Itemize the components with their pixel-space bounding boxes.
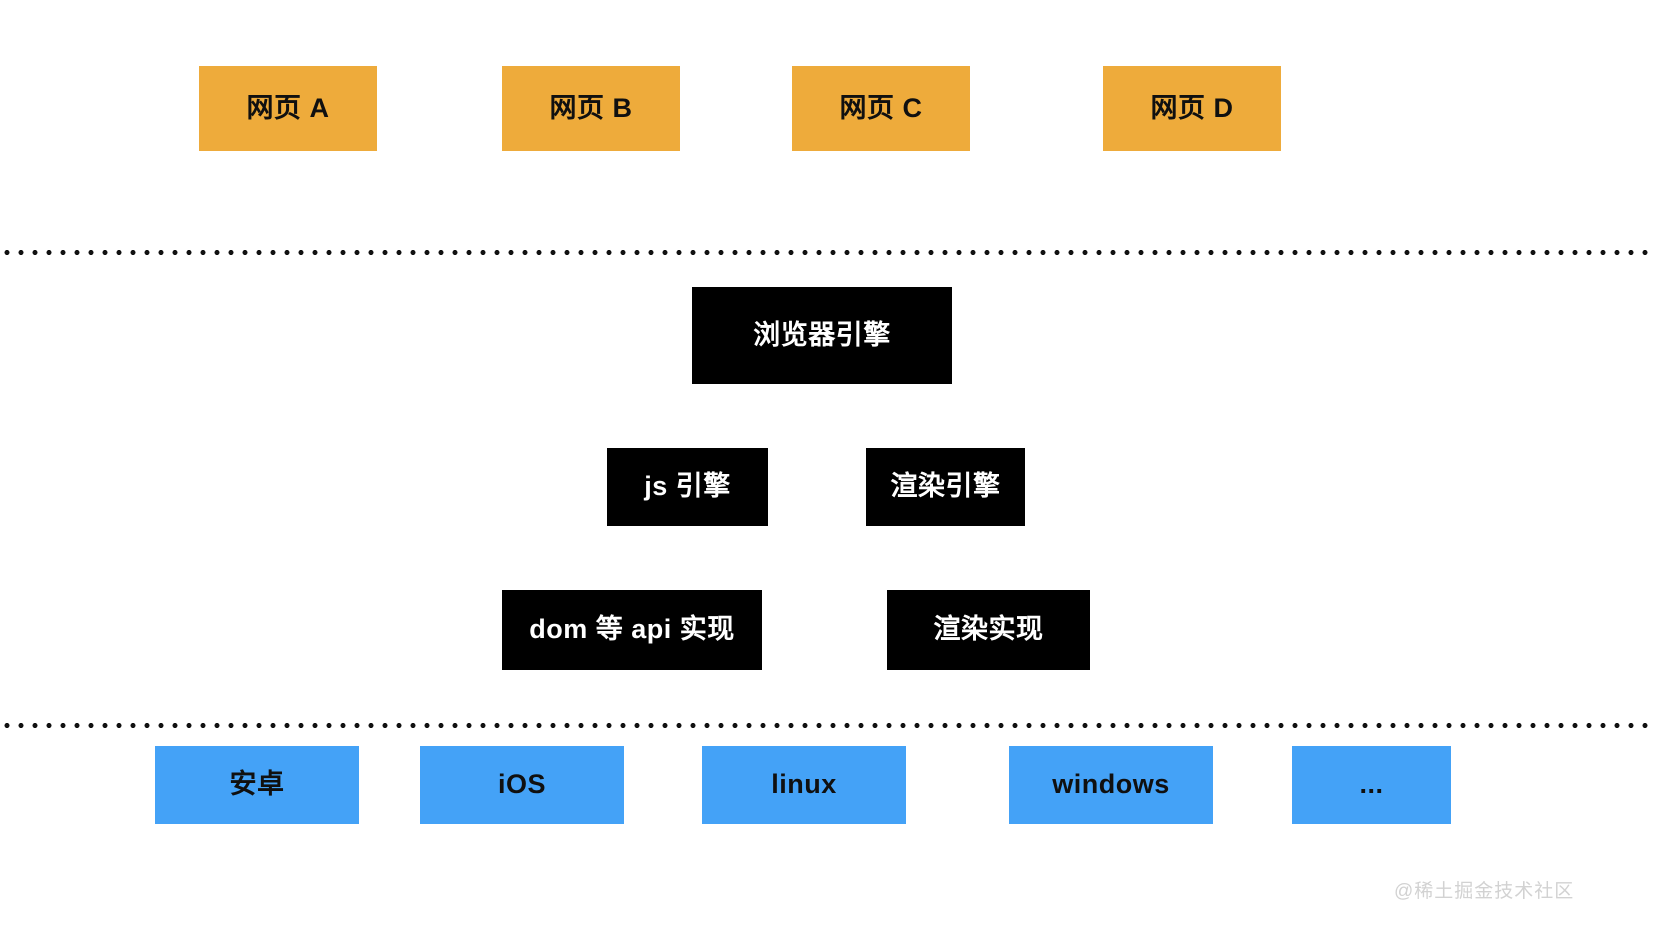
- web-page-node-d[interactable]: 网页 D: [1103, 66, 1281, 151]
- os-node-ios[interactable]: iOS: [420, 746, 624, 824]
- render-engine-node[interactable]: 渲染引擎: [866, 448, 1025, 526]
- os-label-android: 安卓: [229, 769, 285, 800]
- render-impl-node[interactable]: 渲染实现: [887, 590, 1090, 670]
- render-engine-label: 渲染引擎: [890, 471, 1001, 502]
- os-node-android[interactable]: 安卓: [155, 746, 359, 824]
- dom-api-impl-node[interactable]: dom 等 api 实现: [502, 590, 762, 670]
- render-impl-label: 渲染实现: [933, 614, 1044, 645]
- browser-engine-label: 浏览器引擎: [753, 319, 891, 350]
- dom-api-impl-label: dom 等 api 实现: [529, 614, 735, 645]
- os-node-more[interactable]: ...: [1292, 746, 1451, 824]
- web-engine-divider: [0, 250, 1656, 255]
- js-engine-node[interactable]: js 引擎: [607, 448, 768, 526]
- os-label-windows: windows: [1052, 769, 1170, 800]
- os-label-ios: iOS: [497, 769, 546, 800]
- os-label-linux: linux: [771, 769, 837, 800]
- web-page-node-c[interactable]: 网页 C: [792, 66, 970, 151]
- os-node-linux[interactable]: linux: [702, 746, 906, 824]
- web-page-node-a[interactable]: 网页 A: [199, 66, 377, 151]
- js-engine-label: js 引擎: [644, 471, 731, 502]
- os-label-more: ...: [1359, 769, 1384, 800]
- web-page-label-d: 网页 D: [1150, 92, 1234, 123]
- engine-os-divider: [0, 723, 1656, 728]
- web-page-label-a: 网页 A: [246, 92, 330, 123]
- web-page-label-c: 网页 C: [839, 92, 923, 123]
- web-page-label-b: 网页 B: [549, 92, 633, 123]
- os-node-windows[interactable]: windows: [1009, 746, 1213, 824]
- web-page-node-b[interactable]: 网页 B: [502, 66, 680, 151]
- watermark: @稀土掘金技术社区: [1394, 881, 1575, 902]
- browser-engine-node[interactable]: 浏览器引擎: [692, 287, 952, 384]
